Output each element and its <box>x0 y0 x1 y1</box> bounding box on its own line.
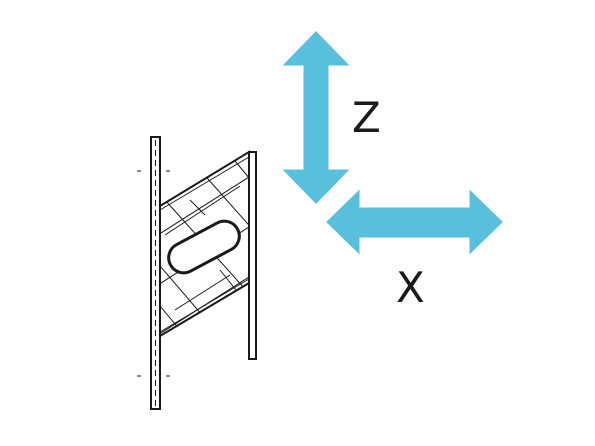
web-edge-bottom <box>159 278 250 333</box>
plate-assembly <box>137 136 257 410</box>
slot-hole <box>167 219 241 275</box>
left-flange <box>137 136 170 410</box>
x-axis-arrow <box>321 182 508 262</box>
web-edge-top <box>159 156 250 211</box>
z-axis-label: Z <box>352 93 381 142</box>
z-axis-arrow <box>275 26 357 209</box>
x-axis-label: X <box>396 263 425 312</box>
right-flange <box>248 151 257 360</box>
